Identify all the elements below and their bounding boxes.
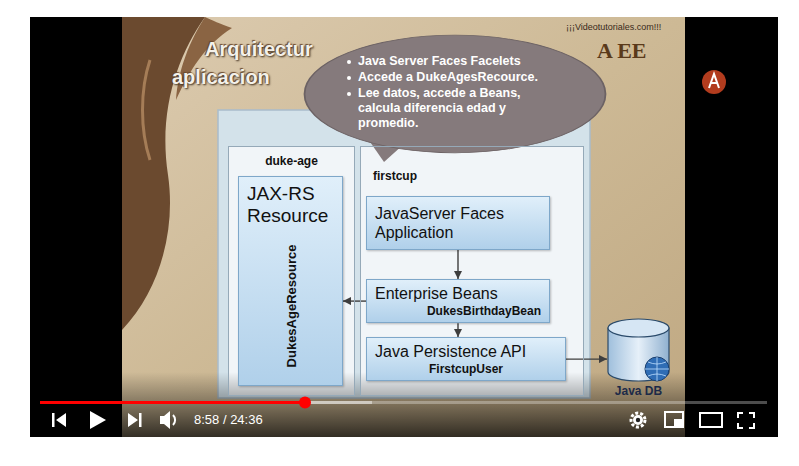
panel-fill [228,146,355,396]
previous-icon [52,413,66,427]
miniplayer-icon [665,412,683,427]
miniplayer-icon [674,419,682,426]
progress-knob [299,397,311,409]
next-icon [128,413,142,427]
globe-icon [645,357,669,381]
progress-played [40,401,305,404]
settings-icon [636,418,640,422]
bullet-text: Accede a DukeAgesRecource. [345,70,562,85]
box-title: Enterprise Beans [375,284,541,303]
module-panel: duke-ageJAX-RS ResourceDukesAgeResource [228,146,355,396]
logo-text: A EE [597,38,647,64]
volume-icon [173,415,175,425]
cylinder-shape [607,318,670,382]
channel-logo [709,74,719,88]
box-title: Java Persistence API [375,342,557,361]
class-name: DukesAgeResource [283,245,298,368]
progress-buffer [40,401,372,404]
bullet-text: Lee datos, accede a Beans, calcula difer… [345,86,562,131]
class-name: DukesBirthdayBean [427,304,541,318]
module-panel: firstcupJavaServer Faces ApplicationEnte… [360,146,584,396]
database-cylinder: Java DB [607,318,670,382]
settings-icon [633,415,643,425]
component-box: JAX-RS ResourceDukesAgeResource [238,176,343,386]
panel-label: duke-age [233,154,350,168]
slide-title: aplicacion [172,66,270,89]
time-display: 8:58 / 24:36 [194,412,263,427]
architecture-panel [218,110,590,398]
decor-swirl [143,60,151,160]
flow-arrow [566,358,607,359]
callout-bubble: Java Server Faces FaceletsAccede a DukeA… [303,34,607,154]
fullscreen-icon [738,413,754,428]
globe-icon [645,357,669,381]
bubble-shape [305,35,606,153]
settings-icon [631,413,645,427]
flow-arrow [457,323,458,337]
component-box: Enterprise BeansDukesBirthdayBean [366,279,550,323]
box-title: JavaServer Faces Application [375,204,541,242]
theater-icon [700,413,722,427]
class-name: FirstcupUser [429,362,503,376]
controls-shade [30,372,778,437]
video-frame [30,17,778,437]
channel-logo [702,70,726,94]
flow-arrow [457,250,458,279]
db-label: Java DB [615,384,662,398]
slide-title: Arquitectur [205,38,313,61]
watermark: ¡¡¡Videotutoriales.com!!! [566,22,661,32]
box-title: JAX-RS Resource [247,183,334,227]
panel-label: firstcup [373,169,571,183]
component-box: JavaServer Faces Application [366,196,550,250]
panel-fill [360,146,584,396]
cylinder-shape [608,319,669,337]
bullet-text: Java Server Faces Facelets [345,54,562,69]
component-box: Java Persistence APIFirstcupUser [366,337,566,381]
play-icon [90,411,106,429]
progress-track [40,401,767,404]
volume-icon [160,411,170,429]
